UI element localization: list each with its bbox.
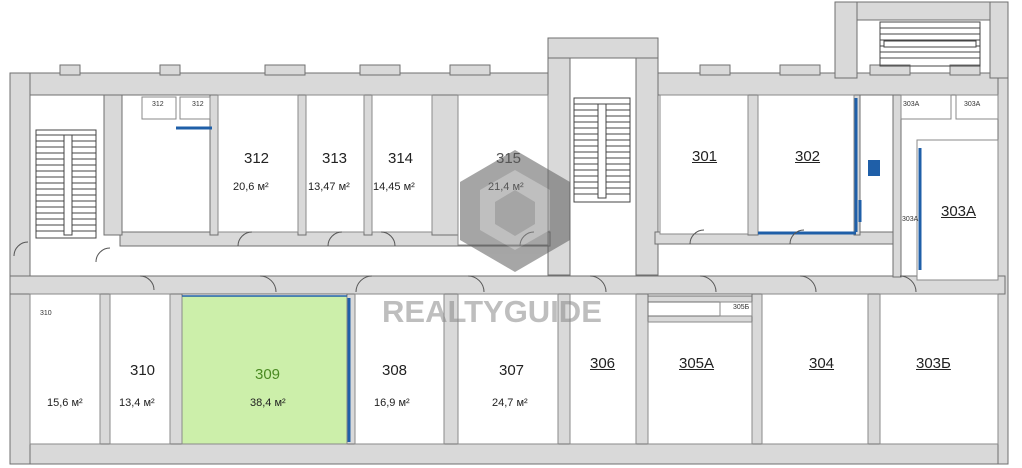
corridor-wall-south <box>9 275 1006 295</box>
left-stair-wall <box>103 94 123 236</box>
sink-fixture <box>868 160 880 176</box>
room-307 <box>457 293 559 445</box>
room-301 <box>659 94 749 235</box>
room-310 <box>109 293 171 445</box>
room-label-314: 314 <box>388 150 414 167</box>
room-label-308: 308 <box>382 362 408 379</box>
outer-wall-right <box>997 72 1009 465</box>
room-area-312: 20,6 м² <box>233 181 269 193</box>
room-label-305a: 305А <box>679 355 715 372</box>
room-303a-wc <box>955 94 999 120</box>
room-area-309: 38,4 м² <box>250 397 286 409</box>
annex-wall-right <box>989 1 1009 79</box>
room-label-303a-wc: 303А <box>964 101 981 108</box>
room-label-302: 302 <box>795 148 821 165</box>
room-label-303a-top: 303А <box>903 101 920 108</box>
room-label-301: 301 <box>692 148 718 165</box>
room-304 <box>761 293 869 445</box>
watermark-logo-icon <box>460 150 570 272</box>
room-313 <box>305 94 365 233</box>
room-area-315: 21,4 м² <box>488 181 524 193</box>
outer-wall-top-right <box>654 72 1006 96</box>
room-label-312-wc-b: 312 <box>192 101 204 108</box>
room-area-314: 14,45 м² <box>373 181 415 193</box>
room-label-310-small: 310 <box>40 310 52 317</box>
room-303a <box>916 139 999 281</box>
watermark-text: REALTYGUIDE <box>382 294 602 329</box>
room-309 <box>181 295 348 445</box>
room-label-310: 310 <box>130 362 156 379</box>
room-label-304: 304 <box>809 355 835 372</box>
room-area-310: 13,4 м² <box>119 397 155 409</box>
room-label-306: 306 <box>590 355 616 372</box>
outer-wall-left <box>9 72 31 465</box>
stair-annex <box>879 21 981 67</box>
room-area-313: 13,47 м² <box>308 181 350 193</box>
room-label-309: 309 <box>255 366 281 383</box>
room-314 <box>371 94 433 233</box>
room-306 <box>569 293 637 445</box>
room-label-312-wc-a: 312 <box>152 101 164 108</box>
room-label-312: 312 <box>244 150 270 167</box>
room-label-303b: 303Б <box>916 355 951 372</box>
stair-left <box>35 129 97 239</box>
room-label-303a: 303А <box>941 203 977 220</box>
room-303b <box>879 293 999 445</box>
room-label-303a-small: 303А <box>902 216 919 223</box>
room-305a <box>647 321 753 445</box>
room-label-313: 313 <box>322 150 348 167</box>
room-303a-top <box>900 94 952 120</box>
outer-wall-bottom <box>9 443 1006 465</box>
room-312-wc-a <box>141 96 177 120</box>
room-label-305b: 305Б <box>733 304 750 311</box>
room-310-small <box>29 293 101 445</box>
room-label-315: 315 <box>496 150 522 167</box>
room-area-310-left: 15,6 м² <box>47 397 83 409</box>
stair-center <box>573 97 631 203</box>
annex-wall-left <box>834 1 858 79</box>
room-308 <box>354 293 445 445</box>
outer-wall-top-left <box>9 72 551 96</box>
room-312-wc-b <box>179 96 211 120</box>
room-312 <box>217 94 299 233</box>
stair-tower-wall-top <box>547 37 659 59</box>
room-area-307: 24,7 м² <box>492 397 528 409</box>
room-302 <box>757 94 855 235</box>
room-305b <box>719 301 753 317</box>
room-label-307: 307 <box>499 362 525 379</box>
annex-wall-top <box>834 1 1006 21</box>
room-area-308: 16,9 м² <box>374 397 410 409</box>
